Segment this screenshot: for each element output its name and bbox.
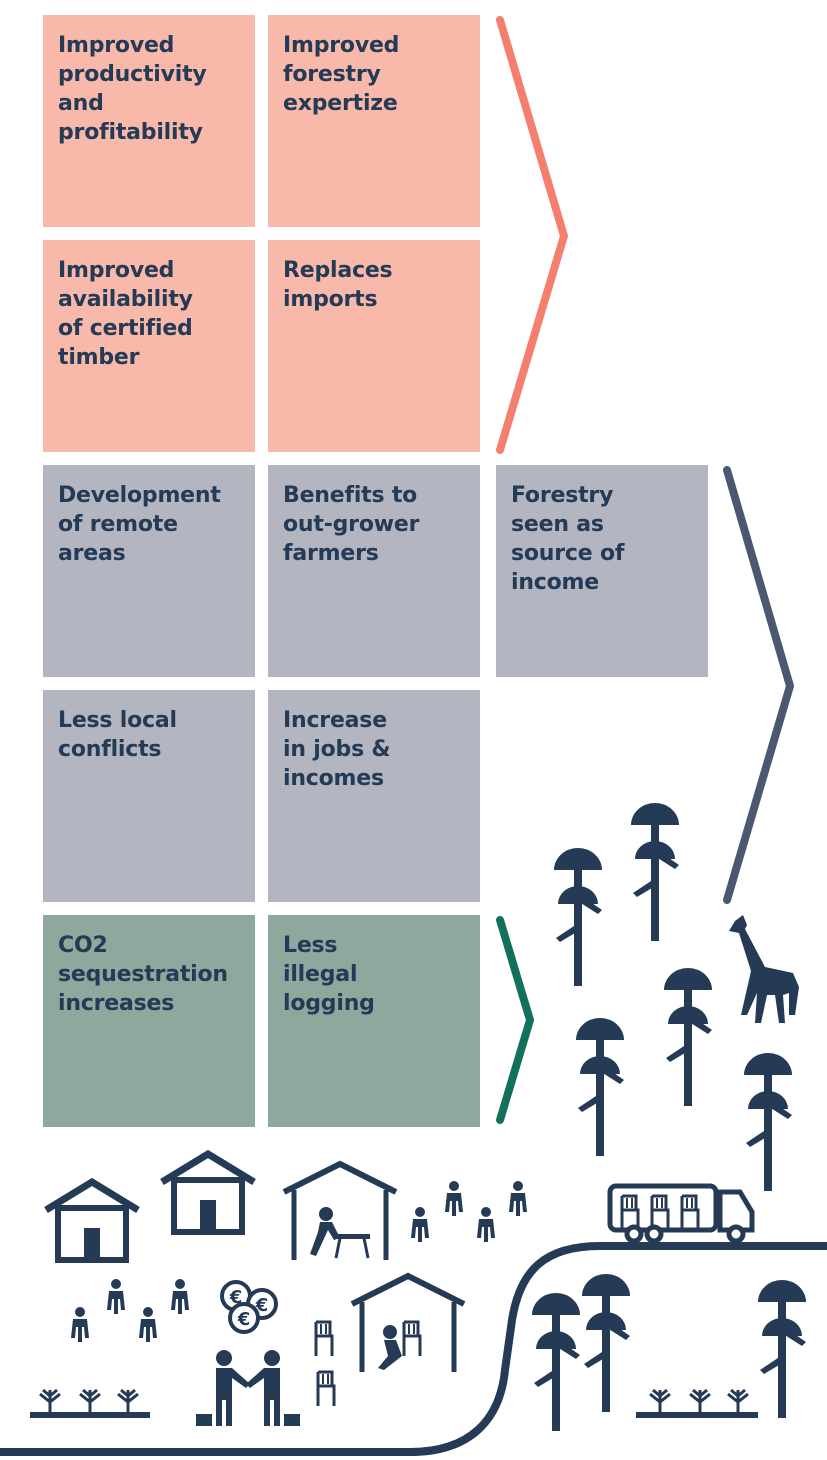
- box-label: Development of remote areas: [58, 483, 221, 566]
- chair-icon: [316, 1370, 336, 1408]
- box-less-illegal-logging: Less illegal logging: [268, 915, 480, 1127]
- box-less-local-conflicts: Less local conflicts: [43, 690, 255, 902]
- person-icon: [445, 1181, 463, 1216]
- box-forestry-source-income: Forestry seen as source of income: [496, 465, 708, 677]
- person-icon: [509, 1181, 527, 1216]
- person-icon: [71, 1307, 89, 1342]
- box-label: Less illegal logging: [283, 933, 375, 1016]
- economic-chevron: [496, 16, 568, 454]
- truck-icon: [607, 1183, 755, 1244]
- box-label: CO2 sequestration increases: [58, 933, 228, 1016]
- tree-icon: [631, 803, 679, 941]
- box-co2-sequestration: CO2 sequestration increases: [43, 915, 255, 1127]
- workshop-icon: [350, 1272, 466, 1372]
- house-icon: [46, 1182, 138, 1260]
- box-replaces-imports: Replaces imports: [268, 240, 480, 452]
- seedling-icon: [636, 1388, 758, 1418]
- box-label: Increase in jobs & incomes: [283, 708, 391, 791]
- box-label: Replaces imports: [283, 258, 393, 312]
- tree-icon: [554, 848, 602, 986]
- box-improved-productivity: Improved productivity and profitability: [43, 15, 255, 227]
- chair-icon: [402, 1320, 422, 1358]
- person-icon: [411, 1207, 429, 1242]
- box-label: Improved availability of certified timbe…: [58, 258, 193, 370]
- road-icon: [0, 1242, 827, 1456]
- coin-label: €: [229, 1287, 243, 1308]
- box-development-remote-areas: Development of remote areas: [43, 465, 255, 677]
- workshop-icon: [282, 1160, 398, 1260]
- tree-icon: [664, 968, 712, 1106]
- person-icon: [171, 1279, 189, 1314]
- box-label: Forestry seen as source of income: [511, 483, 625, 595]
- tree-icon: [744, 1053, 792, 1191]
- chair-icon: [314, 1320, 334, 1358]
- coin-label: €: [237, 1309, 251, 1330]
- euro-coins-icon: € € €: [220, 1280, 278, 1334]
- tree-icon: [532, 1293, 580, 1431]
- person-icon: [477, 1207, 495, 1242]
- tree-icon: [758, 1280, 806, 1418]
- box-improved-forestry-expertize: Improved forestry expertize: [268, 15, 480, 227]
- box-label: Improved forestry expertize: [283, 33, 400, 116]
- environmental-chevron: [496, 916, 534, 1124]
- house-icon: [162, 1154, 254, 1232]
- seedling-icon: [30, 1388, 150, 1418]
- box-improved-availability: Improved availability of certified timbe…: [43, 240, 255, 452]
- social-chevron: [723, 466, 794, 904]
- person-icon: [139, 1307, 157, 1342]
- box-benefits-out-grower: Benefits to out-grower farmers: [268, 465, 480, 677]
- tree-icon: [576, 1018, 624, 1156]
- handshake-icon: [196, 1350, 300, 1426]
- box-label: Less local conflicts: [58, 708, 177, 762]
- coin-label: €: [255, 1295, 269, 1316]
- tree-icon: [582, 1274, 630, 1412]
- giraffe-icon: [729, 915, 799, 1023]
- person-icon: [107, 1279, 125, 1314]
- box-increase-jobs-incomes: Increase in jobs & incomes: [268, 690, 480, 902]
- box-label: Benefits to out-grower farmers: [283, 483, 420, 566]
- box-label: Improved productivity and profitability: [58, 33, 207, 145]
